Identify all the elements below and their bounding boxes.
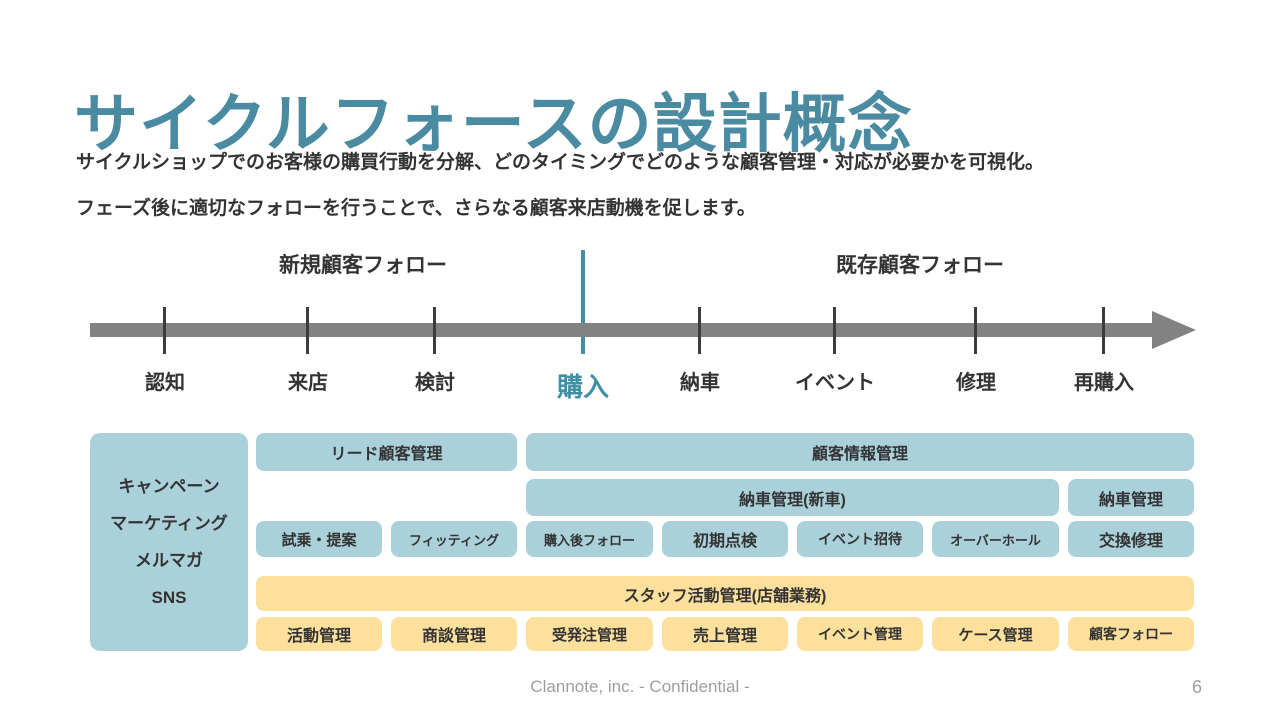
footer-confidential: Clannote, inc. - Confidential - <box>530 677 750 696</box>
block-customer-follow: 顧客フォロー <box>1068 617 1194 651</box>
block-replacement-repair: 交換修理 <box>1068 521 1194 557</box>
stage-awareness: 認知 <box>145 372 185 394</box>
tick-awareness <box>163 307 166 354</box>
tick-visit <box>306 307 309 354</box>
tick-event <box>833 307 836 354</box>
block-case-management: ケース管理 <box>932 617 1059 651</box>
sidebar-marketing-channels: キャンペーン マーケティング メルマガ SNS <box>90 433 248 651</box>
block-lead-management: リード顧客管理 <box>256 433 517 471</box>
tick-consideration <box>433 307 436 354</box>
description-line-1: サイクルショップでのお客様の購買行動を分解、どのタイミングでどのような顧客管理・… <box>76 152 1045 173</box>
sidebar-line-campaign: キャンペーン <box>118 477 220 496</box>
stage-repair: 修理 <box>956 372 996 394</box>
block-customer-info-management: 顧客情報管理 <box>526 433 1194 471</box>
block-delivery-management: 納車管理 <box>1068 479 1194 516</box>
sidebar-line-sns: SNS <box>151 588 187 607</box>
block-overhaul: オーバーホール <box>932 521 1059 557</box>
stage-visit: 来店 <box>288 372 328 394</box>
sidebar-line-marketing: マーケティング <box>110 514 228 533</box>
block-initial-inspection: 初期点検 <box>662 521 788 557</box>
block-order-management: 受発注管理 <box>526 617 653 651</box>
block-delivery-management-new: 納車管理(新車) <box>526 479 1059 516</box>
block-event-management: イベント管理 <box>797 617 923 651</box>
block-sales-management: 売上管理 <box>662 617 788 651</box>
purchase-divider-line <box>581 250 585 354</box>
timeline-arrow-bar <box>90 323 1153 337</box>
stage-delivery: 納車 <box>680 372 720 394</box>
block-post-purchase-follow: 購入後フォロー <box>526 521 653 557</box>
phase-label-existing-customers: 既存顧客フォロー <box>836 254 1004 277</box>
tick-repurchase <box>1102 307 1105 354</box>
page-number: 6 <box>1191 677 1202 697</box>
page-title: サイクルフォースの設計概念 <box>74 87 913 160</box>
block-negotiation-management: 商談管理 <box>391 617 517 651</box>
block-staff-activity-management: スタッフ活動管理(店舗業務) <box>256 576 1194 611</box>
timeline-arrow-head-icon <box>1152 311 1196 349</box>
block-test-ride-proposal: 試乗・提案 <box>256 521 382 557</box>
stage-event: イベント <box>795 372 875 394</box>
block-activity-management: 活動管理 <box>256 617 382 651</box>
stage-purchase: 購入 <box>556 372 610 402</box>
stage-repurchase: 再購入 <box>1074 372 1134 394</box>
stage-consideration: 検討 <box>415 372 455 394</box>
block-fitting: フィッティング <box>391 521 517 557</box>
sidebar-line-mailmag: メルマガ <box>135 551 203 570</box>
block-event-invitation: イベント招待 <box>797 521 923 557</box>
description-line-2: フェーズ後に適切なフォローを行うことで、さらなる顧客来店動機を促します。 <box>76 198 756 219</box>
tick-repair <box>974 307 977 354</box>
phase-label-new-customers: 新規顧客フォロー <box>279 254 447 277</box>
tick-delivery <box>698 307 701 354</box>
